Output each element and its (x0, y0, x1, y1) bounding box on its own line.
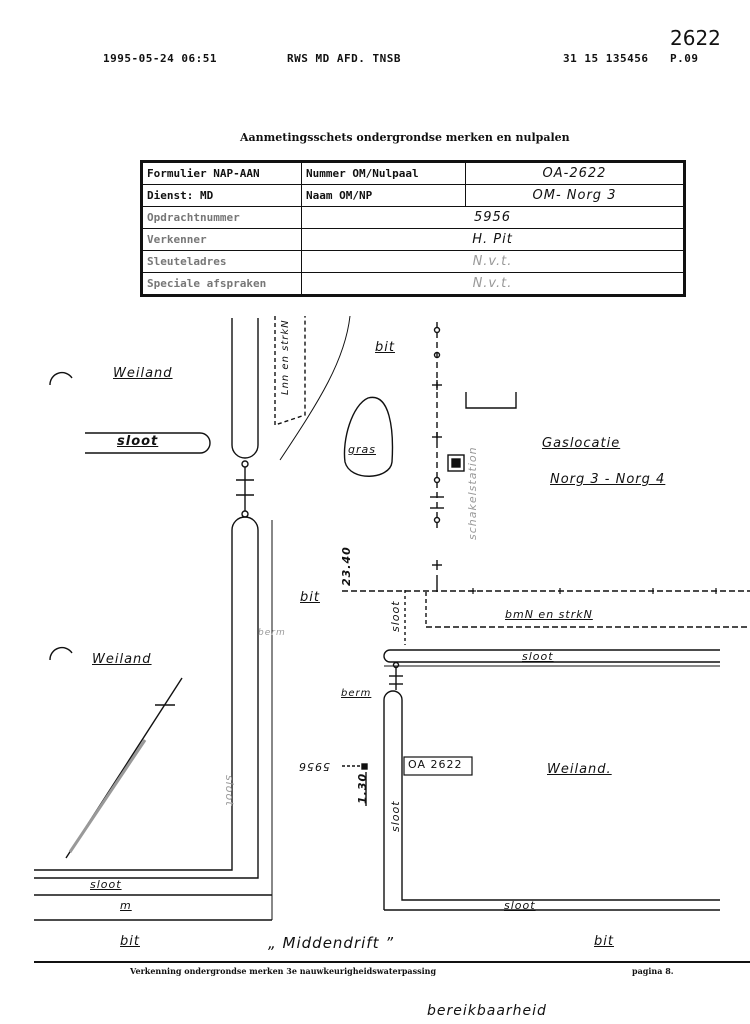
label-rev-number: 5956 (298, 760, 330, 773)
grass-island (343, 396, 394, 477)
gas-station-box (447, 454, 465, 472)
marker-post (241, 460, 249, 468)
road-edge (279, 315, 351, 461)
ditch-right (383, 649, 720, 663)
label-gras: gras (348, 443, 376, 456)
label-schakelstation: schakelstation (466, 446, 479, 540)
label-sloot-bottom-right: sloot (504, 899, 536, 912)
form-label: Naam OM/NP (301, 184, 466, 207)
form-table: Formulier NAP-AAN Nummer OM/Nulpaal OA-2… (140, 160, 686, 297)
label-norg-range: Norg 3 - Norg 4 (550, 472, 666, 487)
fax-datetime: 1995-05-24 06:51 (103, 52, 217, 65)
om-number-value: OA-2622 (465, 161, 685, 185)
label-sloot-mid-vertical: sloot (389, 600, 402, 632)
form-label: Speciale afspraken (141, 272, 302, 296)
cable-zone (274, 316, 306, 426)
fax-sender: RWS MD AFD. TNSB (287, 52, 401, 65)
ditch-upper-vertical (231, 318, 259, 459)
form-row: Speciale afspraken N.v.t. (141, 272, 685, 296)
label-sloot-bottom-left: sloot (90, 878, 122, 891)
om-marker-box (403, 756, 473, 776)
special-arrangements-value: N.v.t. (301, 272, 685, 296)
station-building (465, 392, 517, 409)
label-bit-top: bit (375, 340, 395, 355)
ditch-lower-right (383, 690, 720, 910)
fax-page: P.09 (670, 52, 699, 65)
label-bit-bottom-left: bit (120, 934, 140, 949)
label-bit-mid: bit (300, 590, 320, 605)
label-om-marker: OA 2622 (408, 758, 463, 771)
om-marker-point (361, 763, 368, 770)
label-weiland-left: Weiland (92, 652, 152, 667)
label-sloot-right: sloot (522, 650, 554, 663)
ditch-long-left (34, 516, 259, 879)
label-measure-2340: 23.40 (340, 546, 353, 586)
footer-page: pagina 8. (632, 966, 674, 976)
form-label: Nummer OM/Nulpaal (301, 161, 466, 185)
label-measure-130: 1.30 (356, 772, 369, 804)
binder-hole-mark (49, 371, 73, 386)
label-berm-mid: berm (341, 688, 372, 699)
form-label: Opdrachtnummer (141, 206, 302, 229)
label-middendrift: „ Middendrift ” (268, 934, 394, 952)
label-m: m (120, 899, 132, 912)
label-sloot-top: sloot (117, 434, 159, 449)
handwritten-bottom: bereikbaarheid (427, 1003, 547, 1019)
form-label: Verkenner (141, 228, 302, 251)
label-berm-left: berm (258, 628, 286, 638)
page-title: Aanmetingsschets ondergrondse merken en … (240, 131, 570, 144)
label-sloot-long-vertical: sloot (223, 775, 236, 807)
label-gaslocatie: Gaslocatie (542, 436, 621, 451)
fax-phone: 31 15 135456 (563, 52, 649, 65)
label-bit-bottom-right: bit (594, 934, 614, 949)
marker-post (241, 510, 249, 518)
handwritten-number: 2622 (670, 26, 721, 50)
label-sloot-vertical-lower: sloot (389, 800, 402, 832)
label-bmn: bmN en strkN (505, 608, 593, 621)
label-cable-zone: Lnn en strkN (280, 319, 291, 395)
order-number-value: 5956 (301, 206, 685, 229)
ditch-top-left (85, 432, 211, 454)
footer-left: Verkenning ondergrondse merken 3e nauwke… (130, 966, 437, 976)
label-weiland-right: Weiland. (547, 762, 612, 777)
form-row: Opdrachtnummer 5956 (141, 206, 685, 229)
binder-hole-mark (49, 646, 73, 661)
label-weiland-top: Weiland (113, 366, 173, 381)
